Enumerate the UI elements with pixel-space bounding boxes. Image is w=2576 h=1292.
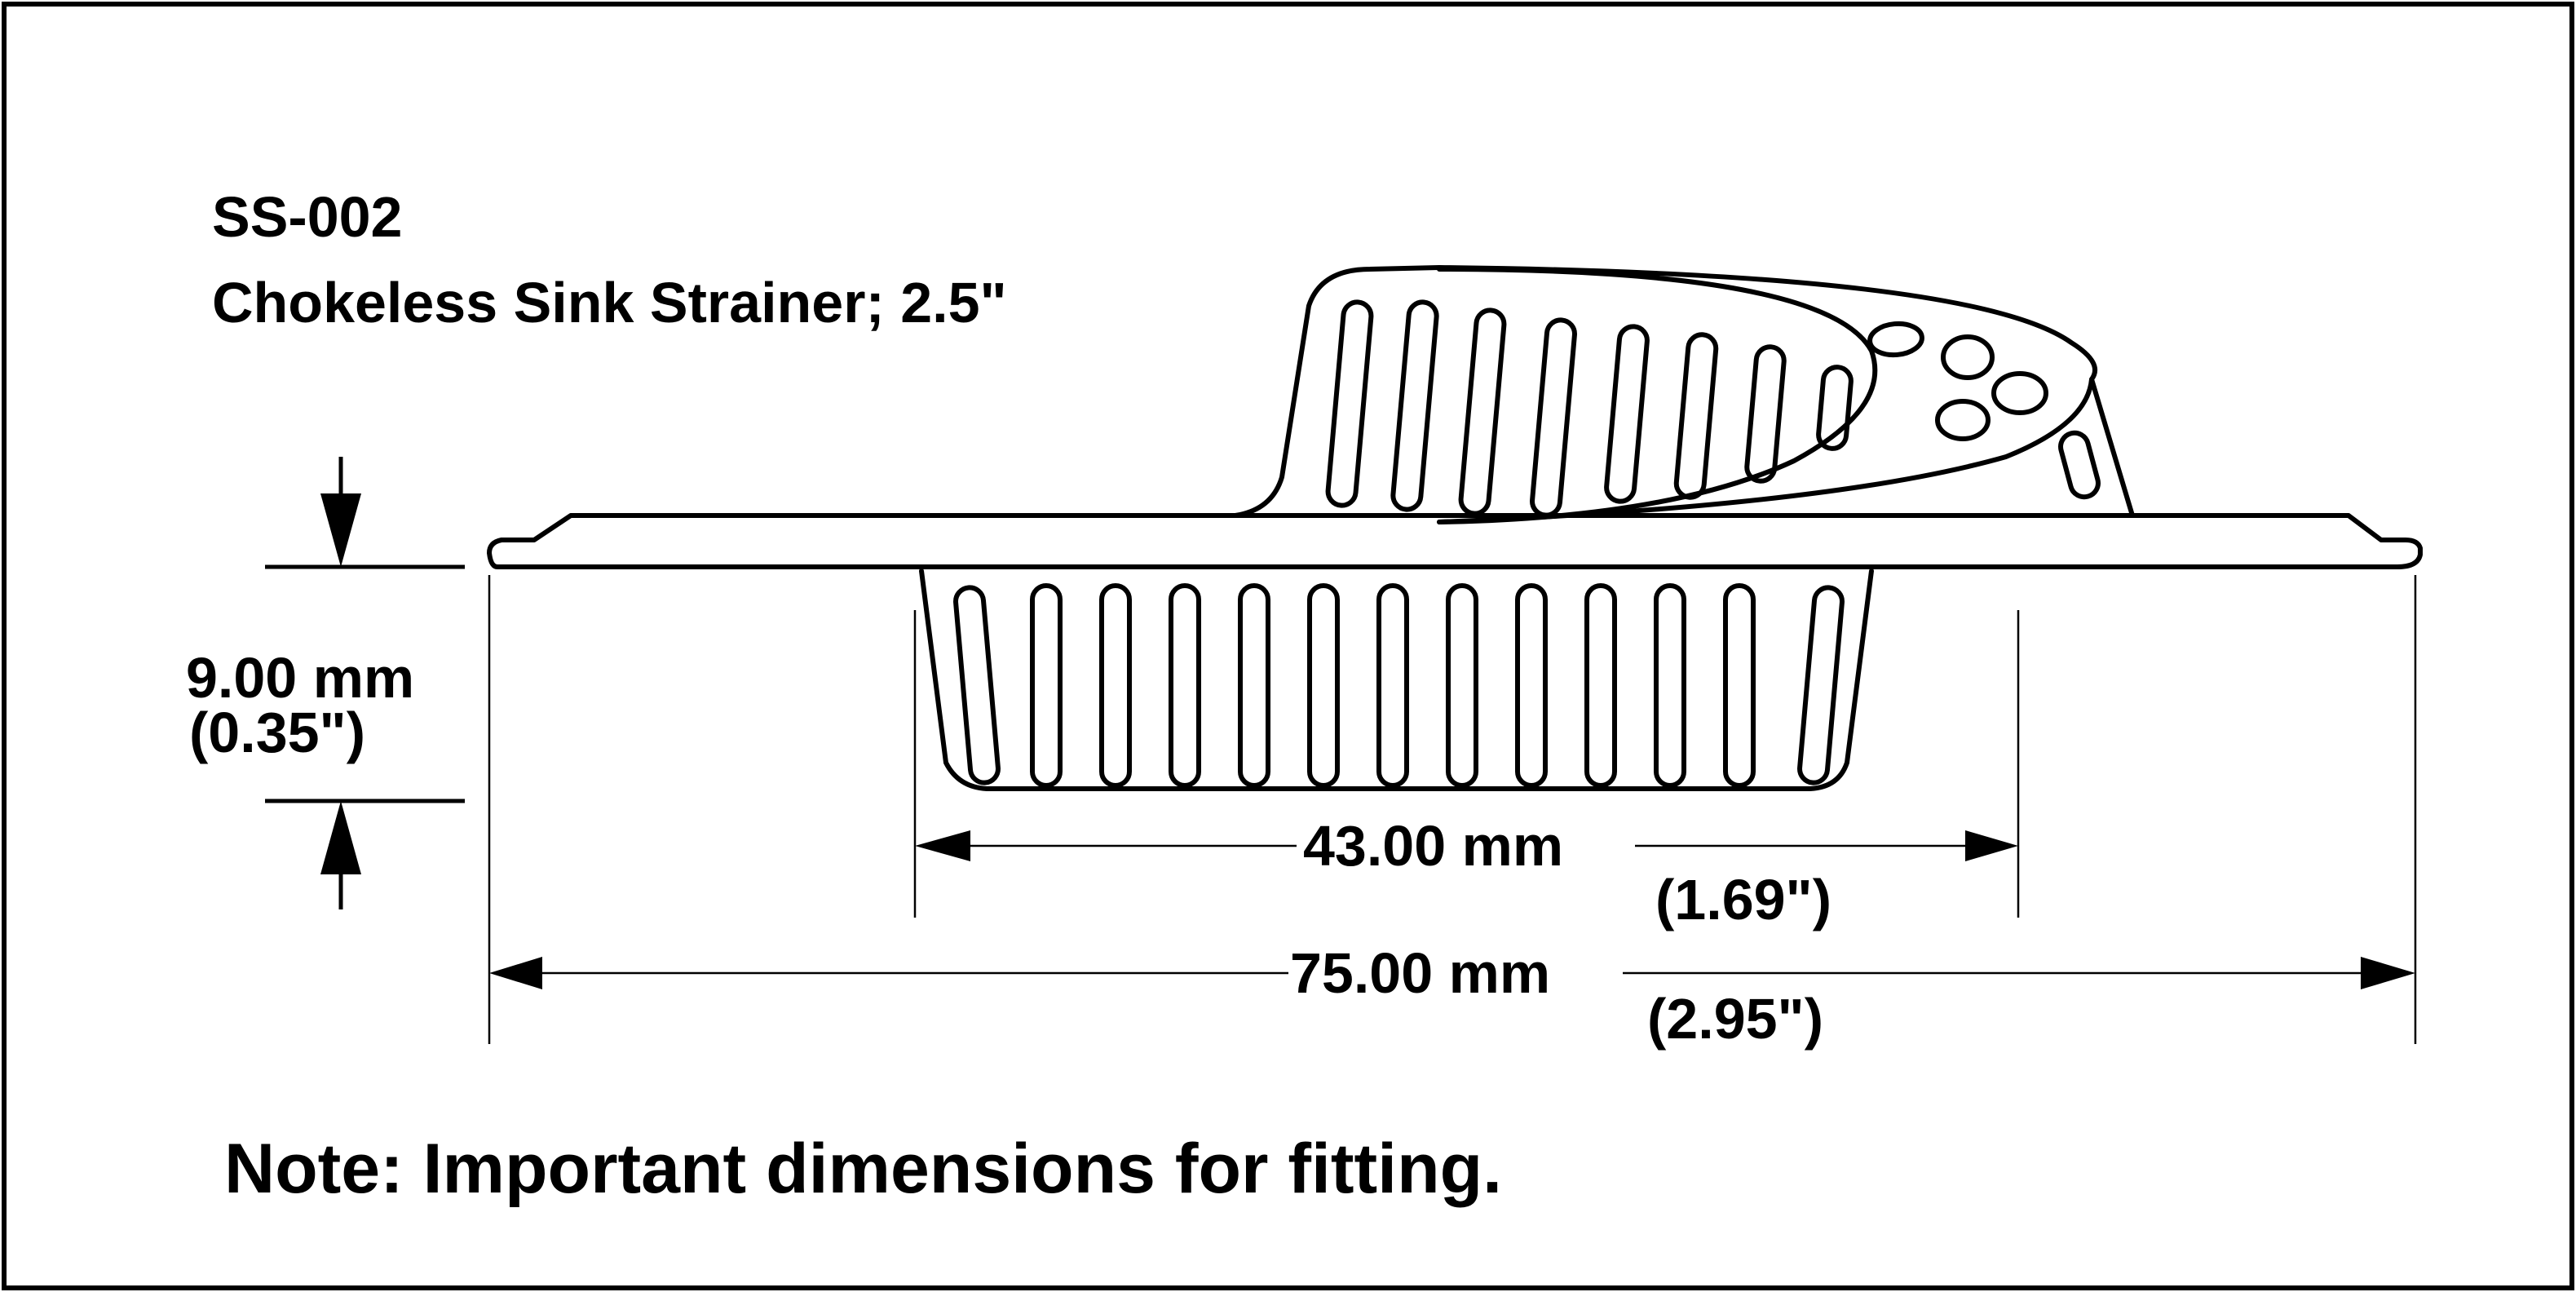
basket-slots	[953, 583, 1845, 788]
inner-width-imperial-label: (1.69")	[1655, 868, 1831, 931]
basket-slot	[1238, 583, 1270, 788]
inner-width-metric-label: 43.00 mm	[1303, 814, 1563, 878]
strainer-cap	[1233, 265, 2135, 524]
arrow-left-icon	[489, 957, 542, 989]
part-number: SS-002	[212, 185, 402, 249]
basket-slot	[953, 585, 1001, 785]
outer-width-imperial-label: (2.95")	[1647, 987, 1823, 1051]
cap-holes	[1867, 321, 2101, 500]
fitting-note: Note: Important dimensions for fitting.	[224, 1130, 1502, 1208]
cap-slot	[1390, 299, 1439, 512]
cap-slot	[1530, 317, 1577, 518]
arrow-right-icon	[2361, 957, 2415, 989]
height-metric-label: 9.00 mm	[186, 646, 414, 710]
arrow-down-icon	[320, 493, 361, 567]
basket-slot	[1030, 583, 1063, 788]
strainer-flange	[487, 513, 2423, 569]
cap-slot	[1458, 308, 1507, 516]
basket-slot	[1584, 583, 1617, 788]
strainer-basket	[919, 569, 1874, 791]
height-imperial-label: (0.35")	[189, 701, 365, 764]
cap-slot	[1325, 299, 1374, 508]
height-dimension: 9.00 mm (0.35")	[186, 457, 465, 909]
outer-width-metric-label: 75.00 mm	[1290, 941, 1550, 1005]
basket-slot	[1654, 583, 1686, 788]
arrow-right-icon	[1965, 830, 2018, 861]
basket-slot	[1446, 583, 1478, 788]
basket-slot	[1169, 583, 1201, 788]
basket-slot	[1723, 583, 1756, 788]
basket-slot	[1099, 583, 1132, 788]
inner-width-dimension: 43.00 mm (1.69")	[913, 610, 2020, 931]
cap-slot	[1673, 332, 1719, 500]
cap-slot	[1816, 365, 1854, 451]
basket-slot	[1515, 583, 1548, 788]
basket-slot	[1307, 583, 1340, 788]
basket-slot	[1797, 585, 1845, 785]
outer-width-dimension: 75.00 mm (2.95")	[488, 575, 2417, 1051]
arrow-left-icon	[915, 830, 970, 861]
cap-slot	[1604, 324, 1650, 504]
cap-slots	[1325, 299, 1854, 518]
part-description: Chokeless Sink Strainer; 2.5"	[212, 271, 1007, 334]
arrow-up-icon	[320, 801, 361, 874]
cap-slot	[1744, 344, 1787, 484]
basket-slot	[1376, 583, 1409, 788]
